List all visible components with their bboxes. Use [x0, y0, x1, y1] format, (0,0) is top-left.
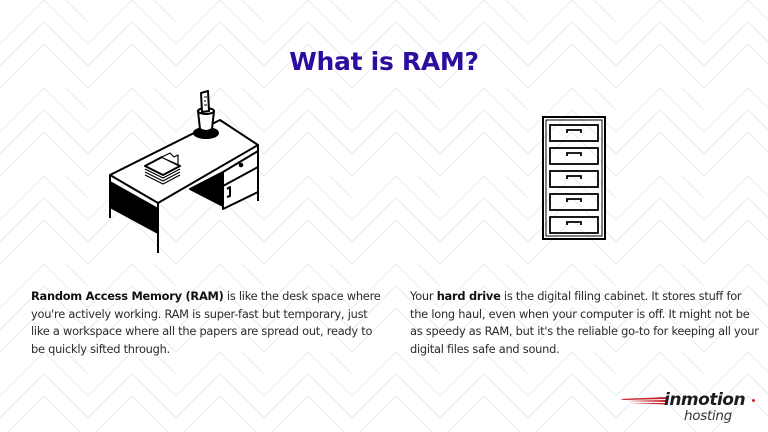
hard-drive-description: Your hard drive is the digital filing ca… — [410, 288, 760, 358]
ram-description: Random Access Memory (RAM) is like the d… — [31, 288, 381, 358]
page-title: What is RAM? — [289, 46, 479, 76]
desk-icon — [109, 90, 259, 253]
hard-drive-bold-term: hard drive — [436, 289, 501, 304]
ram-bold-term: Random Access Memory (RAM) — [31, 289, 224, 304]
logo-subtext: hosting — [684, 408, 732, 424]
logo-wordmark: inmotion — [664, 390, 746, 410]
inmotion-hosting-logo: inmotion hosting — [620, 390, 760, 426]
hard-drive-text: is the digital filing cabinet. It stores… — [410, 289, 759, 356]
logo-dot-icon — [752, 399, 755, 402]
ram-text: is like the desk space where you're acti… — [31, 289, 381, 356]
logo-swoosh-icon — [620, 397, 666, 405]
filing-cabinet-icon — [542, 116, 606, 240]
hard-drive-prefix: Your — [410, 289, 437, 304]
